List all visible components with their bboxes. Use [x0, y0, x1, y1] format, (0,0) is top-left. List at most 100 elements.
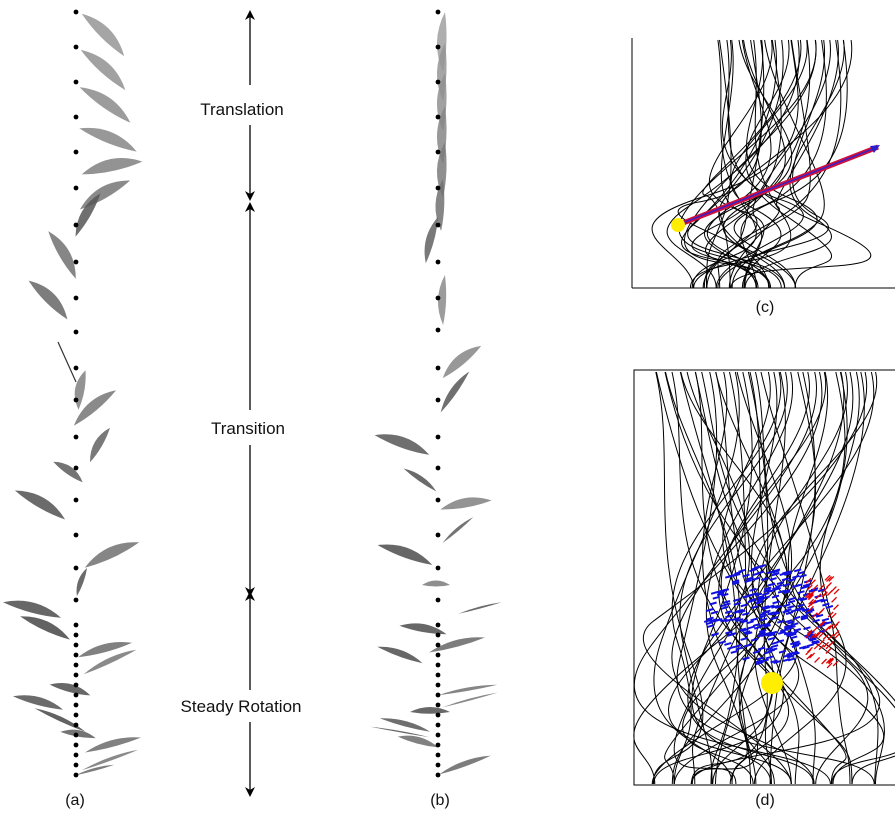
panel-a-position-dot-17 — [74, 598, 79, 603]
panel-d-vector-red-36 — [825, 627, 830, 632]
panel-a-position-dot-22 — [74, 663, 79, 668]
panel-a-leaf-11 — [90, 428, 110, 463]
panel-b-leaf-10 — [375, 434, 430, 455]
panel-b-position-dot-8 — [436, 296, 441, 301]
panel-d-center-marker — [761, 672, 783, 694]
panel-a-position-dot-15 — [74, 533, 79, 538]
panel-a-leaf-13 — [15, 491, 65, 520]
panel-d-vector-blue-237 — [727, 647, 734, 649]
panel-d-vector-red-50 — [815, 657, 820, 662]
panel-a-leaf-7 — [48, 231, 76, 279]
panel-d-vector-blue-170 — [800, 575, 807, 577]
panel-a-leaf-16 — [3, 601, 61, 618]
panel-d-vector-blue-158 — [751, 619, 758, 621]
panel-a-position-dot-14 — [74, 498, 79, 503]
panel-d-vector-blue-223 — [822, 619, 829, 621]
panel-d-vector-blue-232 — [790, 636, 797, 638]
panel-d-vector-blue-161 — [724, 643, 731, 645]
panel-a-leaf-25 — [82, 750, 138, 771]
panel-d-vector-red-38 — [822, 659, 827, 664]
panel-d-vector-blue-8 — [750, 589, 757, 591]
panel-b-position-dot-23 — [436, 673, 441, 678]
panel-d-streamline-12 — [654, 372, 784, 784]
panel-a-leaf-8 — [29, 281, 68, 320]
panel-d-vector-blue-75 — [741, 638, 748, 640]
panel-a-leaf-17 — [20, 616, 70, 639]
panel-c-streamline-plot — [632, 38, 895, 288]
panel-d-vector-blue-206 — [798, 591, 805, 593]
panel-a-position-dot-3 — [74, 115, 79, 120]
panel-b-position-dot-27 — [436, 713, 441, 718]
panel-d-vector-blue-90 — [739, 570, 746, 572]
panel-b-position-dot-14 — [436, 498, 441, 503]
panel-a-position-dot-33 — [74, 773, 79, 778]
panel-a-leaf-9 — [75, 370, 86, 409]
panel-a-position-dot-5 — [74, 186, 79, 191]
panel-a-position-dot-11 — [74, 398, 79, 403]
panel-b-leaf-15 — [422, 581, 450, 587]
panel-b-position-dot-12 — [436, 435, 441, 440]
panel-d-vector-red-23 — [832, 597, 837, 602]
panel-b-position-dot-29 — [436, 733, 441, 738]
panel-a-leaf-21 — [13, 695, 63, 709]
panel-d-vector-blue-20 — [792, 576, 799, 578]
panel-a-position-dot-27 — [74, 713, 79, 718]
panel-d-vector-blue-69 — [768, 584, 775, 586]
panel-b-position-dot-24 — [436, 683, 441, 688]
panel-d-vector-blue-58 — [807, 644, 814, 646]
panel-b-position-dot-28 — [436, 723, 441, 728]
panel-d-vector-blue-153 — [813, 620, 820, 622]
panel-b-position-dot-5 — [436, 186, 441, 191]
panel-a-position-dot-4 — [74, 150, 79, 155]
panel-a-position-dot-21 — [74, 653, 79, 658]
panel-d-vector-blue-82 — [711, 634, 718, 636]
panel-b-position-dot-7 — [436, 260, 441, 265]
panel-b-leaf-16 — [458, 602, 501, 614]
panel-d-vector-blue-57 — [772, 596, 779, 598]
panel-d-vector-blue-45 — [734, 645, 741, 647]
panel-b-position-dot-22 — [436, 663, 441, 668]
panel-a-leaf-26 — [76, 765, 115, 775]
panel-a-position-dot-9 — [74, 330, 79, 335]
panel-d-vector-red-28 — [827, 591, 832, 596]
panel-d-vector-red-46 — [806, 650, 811, 655]
panel-b-position-dot-25 — [436, 693, 441, 698]
panel-d-vector-blue-4 — [711, 612, 718, 614]
panel-a-falling-leaf-sequence — [3, 10, 142, 778]
panel-a-leaf-1 — [81, 50, 126, 90]
panel-a-leaf-0 — [82, 14, 124, 56]
panel-b-position-dot-20 — [436, 643, 441, 648]
panel-d-vector-blue-253 — [721, 607, 728, 609]
panel-d-vector-blue-11 — [743, 658, 750, 660]
panel-d-vector-blue-221 — [707, 618, 714, 620]
panel-a-leaf-20 — [50, 683, 91, 695]
panel-a-position-dot-13 — [74, 466, 79, 471]
panel-b-position-dot-10 — [436, 366, 441, 371]
panel-a-position-dot-10 — [74, 366, 79, 371]
panel-a-position-dot-29 — [74, 733, 79, 738]
panel-a-position-dot-8 — [74, 296, 79, 301]
panel-a-position-dot-25 — [74, 693, 79, 698]
panel-a-leaf-2 — [80, 87, 131, 123]
panel-a-position-dot-2 — [74, 80, 79, 85]
panel-a-leaf-3 — [79, 128, 136, 152]
panel-b-position-dot-11 — [436, 398, 441, 403]
panel-b-position-dot-31 — [436, 753, 441, 758]
panel-d-vector-blue-256 — [749, 569, 756, 571]
panel-c-center-marker — [671, 218, 685, 232]
panel-d-vector-blue-239 — [789, 598, 796, 600]
panel-b-position-dot-18 — [436, 623, 441, 628]
panel-d-vector-red-0 — [834, 605, 839, 610]
panel-a-position-dot-26 — [74, 703, 79, 708]
panel-d-streamline-44 — [688, 372, 874, 784]
panel-b-position-dot-13 — [436, 466, 441, 471]
panel-d-vector-blue-34 — [744, 645, 751, 647]
panel-b-leaf-20 — [439, 685, 498, 695]
panel-a-position-dot-6 — [74, 223, 79, 228]
panel-label-a: (a) — [65, 792, 85, 809]
panel-a-leaf-15 — [77, 568, 88, 596]
panel-d-vector-red-47 — [814, 644, 819, 649]
panel-b-position-dot-6 — [436, 223, 441, 228]
panel-d-vector-red-69 — [833, 661, 838, 666]
